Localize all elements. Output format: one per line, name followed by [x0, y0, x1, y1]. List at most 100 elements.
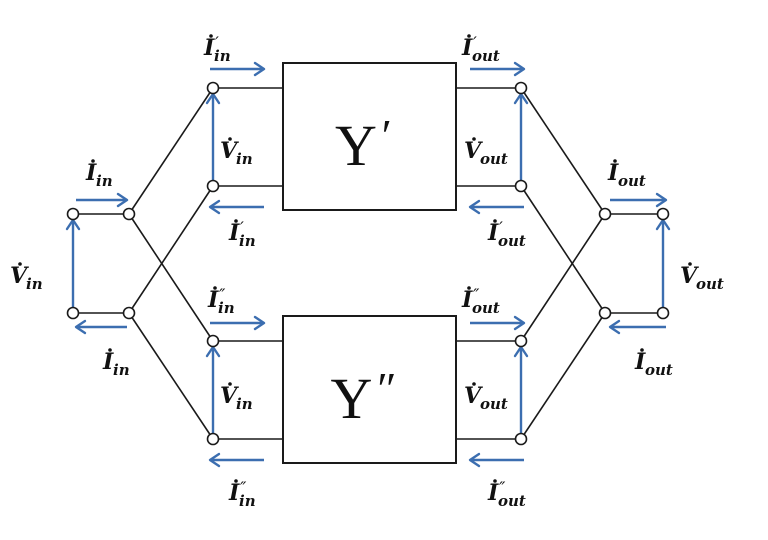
wire	[520, 87, 606, 215]
dot-accent	[18, 262, 22, 266]
two-port-block-upper: Y′	[282, 62, 457, 211]
label-subscript: out	[498, 232, 526, 250]
block-label-upper: Y′	[335, 110, 390, 178]
voltage-arrow	[65, 218, 81, 307]
current-arrow	[210, 315, 266, 331]
voltage-arrow	[205, 92, 221, 180]
terminal-node	[656, 306, 670, 320]
label-v-in-left: Vin	[10, 262, 43, 293]
label-symbol: V	[220, 383, 239, 409]
terminal-node	[66, 306, 80, 320]
label-symbol: I	[207, 287, 219, 313]
dot-accent	[613, 159, 617, 163]
arrowhead-icon	[513, 315, 526, 331]
label-subscript: in	[236, 395, 253, 413]
wires	[73, 87, 663, 440]
label-symbol: V	[10, 263, 29, 289]
wire	[128, 213, 214, 342]
terminal-node	[514, 432, 528, 446]
arrowhead-icon	[253, 315, 266, 331]
label-subscript: in	[214, 47, 231, 65]
label-symbol: I	[461, 287, 473, 313]
label-symbol: V	[680, 263, 699, 289]
block-rect-upper	[282, 62, 457, 211]
label-i2-out-bottom: I″out	[487, 479, 526, 510]
arrowhead-icon	[468, 199, 481, 215]
dot-accent	[228, 137, 232, 141]
label-subscript: out	[618, 172, 646, 190]
dot-accent	[493, 479, 497, 483]
terminal-node	[656, 207, 670, 221]
wire	[128, 312, 214, 440]
dot-accent	[209, 34, 213, 38]
arrowhead-icon	[208, 199, 221, 215]
label-prime: ″	[219, 286, 226, 306]
wire	[128, 185, 214, 314]
arrowhead-icon	[253, 61, 266, 77]
label-i2-in-top: I″in	[207, 286, 235, 317]
current-arrow	[468, 199, 524, 215]
label-symbol: I	[634, 349, 646, 375]
label-subscript: out	[472, 47, 500, 65]
current-arrow	[76, 192, 129, 208]
label-prime: ′	[499, 219, 503, 239]
label-prime: ′	[215, 34, 219, 54]
label-i2-in-bottom: I″in	[228, 479, 256, 510]
label-subscript: in	[236, 150, 253, 168]
current-arrow	[470, 61, 526, 77]
label-prime: ″	[473, 286, 480, 306]
current-arrow	[608, 319, 666, 335]
wire	[520, 213, 606, 342]
label-prime: ′	[473, 34, 477, 54]
current-arrow	[610, 192, 668, 208]
terminal-node	[514, 81, 528, 95]
label-symbol: I	[228, 220, 240, 246]
label-subscript: out	[472, 299, 500, 317]
dot-accent	[234, 219, 238, 223]
label-symbol: I	[85, 160, 97, 186]
label-subscript: out	[480, 150, 508, 168]
label-subscript: in	[239, 232, 256, 250]
terminal-node	[514, 334, 528, 348]
current-arrow	[208, 199, 264, 215]
arrowhead-icon	[116, 192, 129, 208]
dot-accent	[640, 348, 644, 352]
current-arrow	[468, 452, 524, 468]
wire	[520, 185, 606, 314]
label-symbol: V	[464, 138, 483, 164]
terminals	[66, 81, 670, 446]
label-i1-in-top: I′in	[203, 34, 231, 65]
label-v2-in: Vin	[220, 382, 253, 413]
terminal-node	[206, 81, 220, 95]
label-prime: ″	[240, 479, 247, 499]
current-arrow	[74, 319, 127, 335]
voltage-arrow	[205, 345, 221, 433]
voltage-arrow	[513, 345, 529, 433]
label-subscript: out	[480, 395, 508, 413]
label-v1-in: Vin	[220, 137, 253, 168]
dot-accent	[688, 262, 692, 266]
terminal-node	[514, 179, 528, 193]
two-port-block-lower: Y″	[282, 315, 457, 464]
wire	[128, 87, 214, 215]
dot-accent	[213, 286, 217, 290]
terminal-node	[122, 306, 136, 320]
label-subscript: in	[96, 172, 113, 190]
terminal-node	[206, 179, 220, 193]
current-arrow	[208, 452, 264, 468]
label-i1-out-bottom: I′out	[487, 219, 526, 250]
arrowhead-icon	[655, 192, 668, 208]
current-arrow	[470, 315, 526, 331]
block-label-lower: Y″	[330, 363, 394, 431]
label-subscript: in	[113, 361, 130, 379]
label-subscript: out	[498, 492, 526, 510]
label-subscript: out	[696, 275, 724, 293]
block-rect-lower	[282, 315, 457, 464]
